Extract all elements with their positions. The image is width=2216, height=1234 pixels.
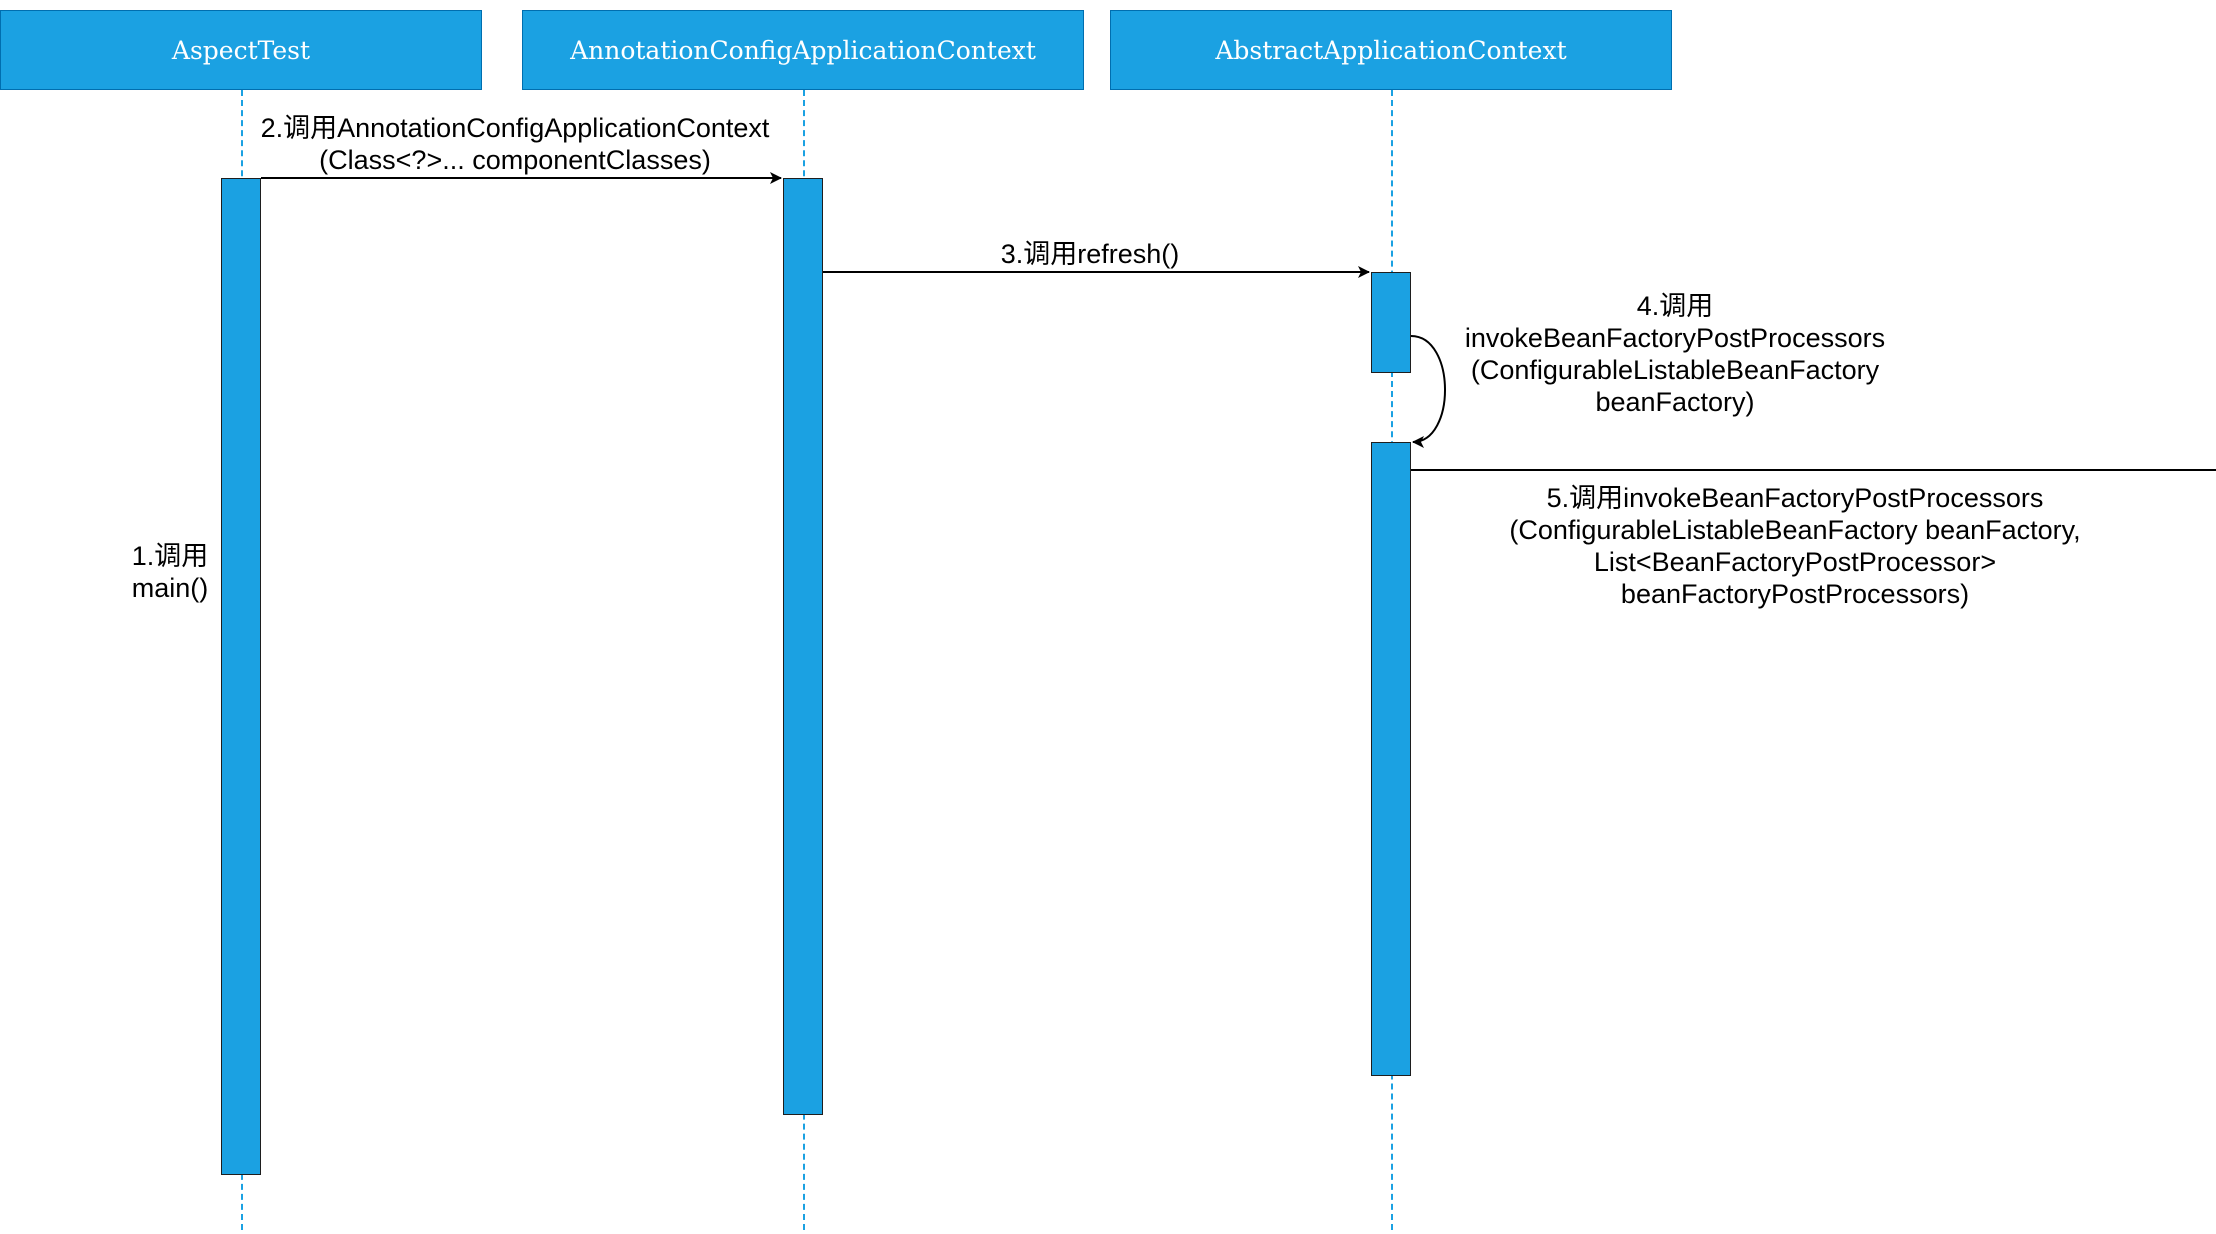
- lifeline-annotationconfigapplicationcontext-header[interactable]: AnnotationConfigApplicationContext: [522, 10, 1084, 90]
- lifeline-abstractapplicationcontext-header[interactable]: AbstractApplicationContext: [1110, 10, 1672, 90]
- activation-bar-abstractapplicationcontext-invoke[interactable]: [1371, 442, 1411, 1076]
- activation-bar-abstractapplicationcontext-refresh[interactable]: [1371, 272, 1411, 373]
- activation-bar-annotationconfigapplicationcontext[interactable]: [783, 178, 823, 1115]
- message-2-label: 2.调用AnnotationConfigApplicationContext (…: [260, 113, 770, 175]
- message-3-label: 3.调用refresh(): [1000, 239, 1180, 269]
- message-4-label: 4.调用 invokeBeanFactoryPostProcessors (Co…: [1464, 291, 1886, 417]
- lifeline-aspecttest-header[interactable]: AspectTest: [0, 10, 482, 90]
- message-1-label: 1.调用 main(): [131, 541, 209, 603]
- activation-bar-aspecttest[interactable]: [221, 178, 261, 1175]
- message-5-label: 5.调用invokeBeanFactoryPostProcessors (Con…: [1509, 483, 2081, 609]
